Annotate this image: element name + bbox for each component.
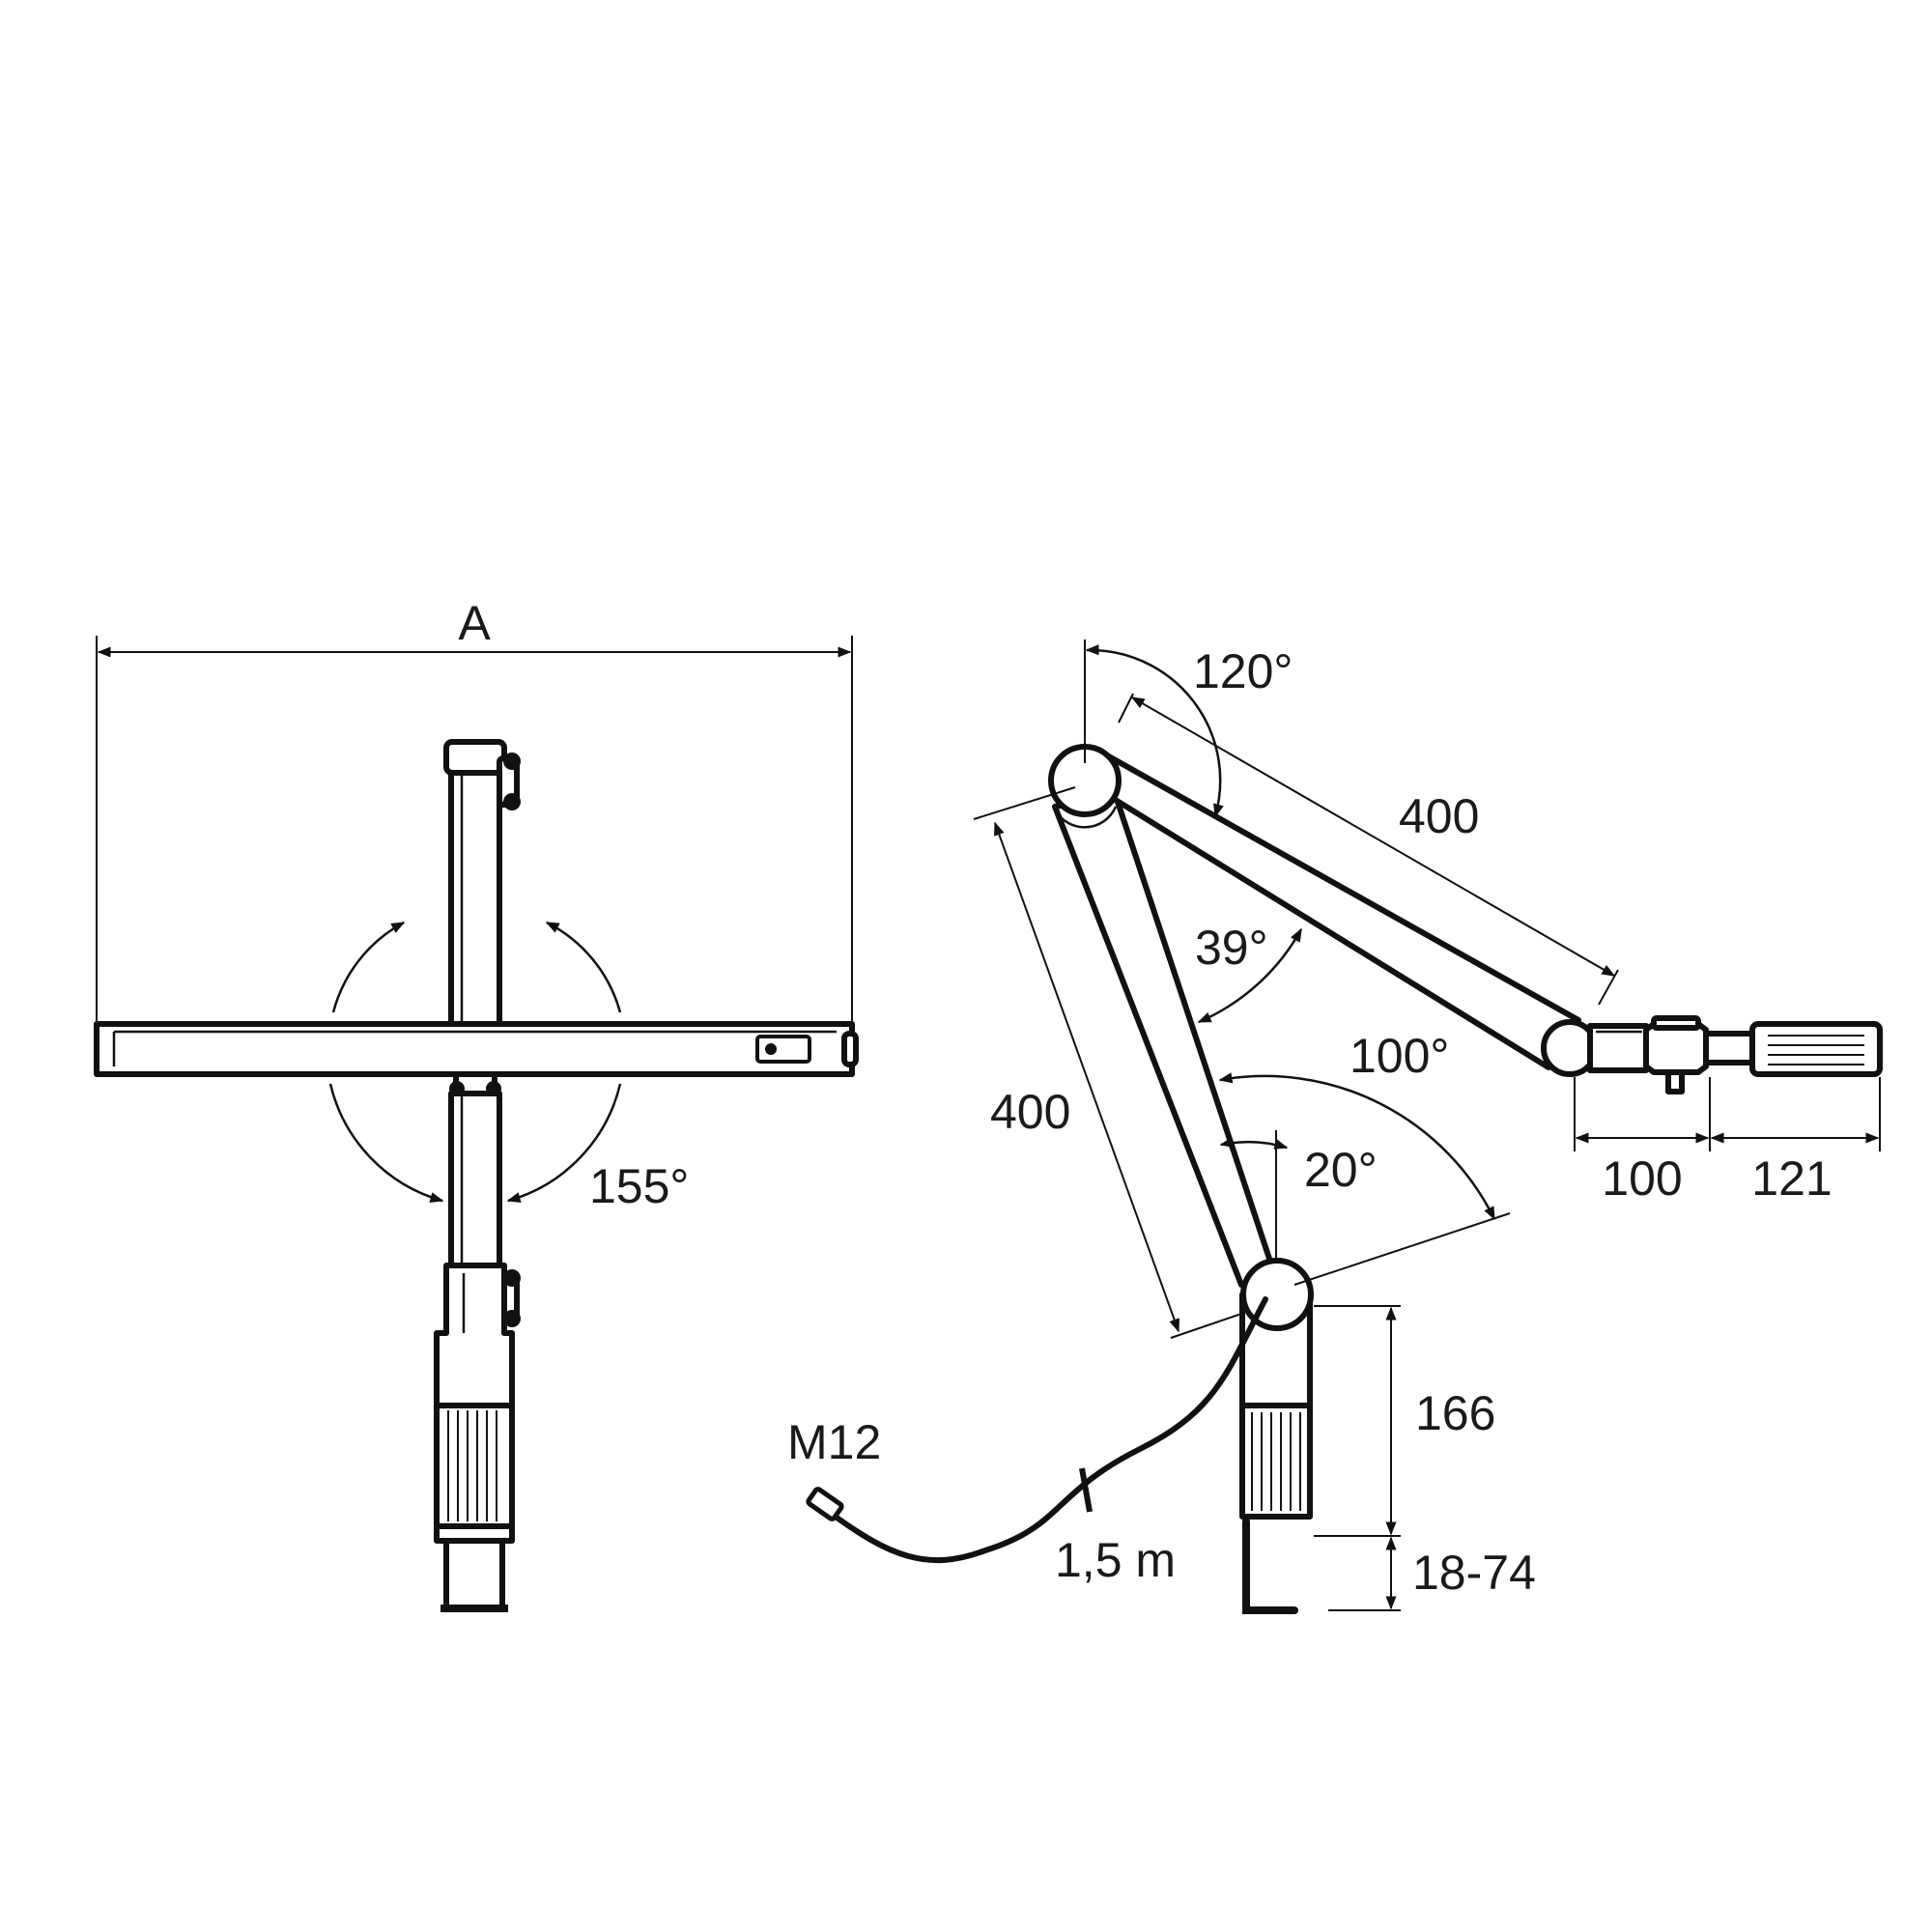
angle-arc-20: [1219, 1136, 1289, 1150]
switch-dot-icon: [765, 1043, 777, 1055]
arm-cap-top: [443, 739, 507, 776]
m12-connector: [806, 1487, 844, 1521]
tilt-angle-label: 20°: [1304, 1143, 1378, 1197]
wing-nut-upper[interactable]: [497, 753, 521, 810]
table-clamp: [1242, 1518, 1298, 1614]
upper-arm-angle-label: 120°: [1193, 644, 1293, 698]
power-cable: [830, 1296, 1268, 1564]
clamp-height-label: 166: [1415, 1386, 1495, 1440]
clamp-post-front: [443, 1538, 505, 1611]
lamp-switch[interactable]: [755, 1035, 811, 1064]
lower-arm-front: [448, 1091, 502, 1270]
lamp-head-end-cap: [841, 1031, 859, 1067]
upper-arm-front: [448, 744, 502, 1030]
rotation-arc-lower-right: [506, 1083, 622, 1203]
head-connector: [1643, 1021, 1709, 1075]
head-grip-side[interactable]: [1749, 1021, 1883, 1077]
connector-label: M12: [787, 1415, 881, 1469]
upper-arm-length-dimension: [1130, 696, 1616, 977]
base-rotation-angle-label: 100°: [1350, 1029, 1449, 1083]
lower-arm-length-dimension: [994, 821, 1179, 1333]
upper-arm-length-label: 400: [1399, 789, 1479, 843]
rotation-arc-lower-left: [328, 1083, 444, 1203]
cable-tick: [1079, 1467, 1093, 1513]
rotation-arc-upper-right: [545, 921, 622, 1013]
head-length-label: 100: [1602, 1151, 1682, 1206]
swivel-angle-label: 155°: [589, 1159, 689, 1213]
front-view: A: [94, 596, 859, 1612]
clamp-range-label: 18-74: [1412, 1546, 1536, 1600]
width-label: A: [458, 596, 491, 650]
cable-length-label: 1,5 m: [1055, 1533, 1176, 1587]
clamp-grip-front[interactable]: [434, 1403, 515, 1529]
head-screw: [1665, 1069, 1685, 1094]
head-grip-length-label: 121: [1751, 1151, 1832, 1206]
inter-arm-angle-label: 39°: [1195, 921, 1268, 975]
angle-arc-100: [1218, 1072, 1496, 1221]
lower-arm-length-label: 400: [990, 1085, 1070, 1139]
rotation-arc-upper-left: [331, 921, 406, 1013]
angle-arc-39: [1197, 927, 1303, 1024]
side-view: M12 1,5 m 120° 400 39° 400 100° 20°: [787, 639, 1883, 1614]
clamp-grip-side[interactable]: [1239, 1403, 1313, 1520]
